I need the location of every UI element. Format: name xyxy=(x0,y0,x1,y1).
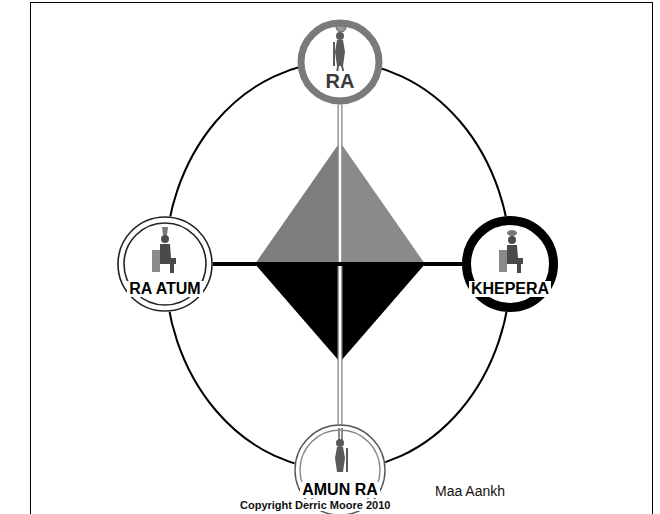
body xyxy=(335,447,345,472)
throne xyxy=(499,250,507,272)
node-title: RA ATUM xyxy=(127,281,202,298)
outer-circle xyxy=(165,62,511,470)
ra-circle: RA xyxy=(298,20,382,104)
ring-outline xyxy=(462,216,558,312)
ring xyxy=(467,221,554,308)
ring xyxy=(124,223,206,305)
legs xyxy=(170,264,174,273)
ring xyxy=(118,217,212,311)
connector-line xyxy=(213,264,462,265)
staff xyxy=(346,448,348,472)
diamond-upper-left xyxy=(255,142,340,264)
title-label: Maa Aankh xyxy=(433,484,507,499)
node-title: AMUN RA xyxy=(300,482,380,499)
staff xyxy=(333,42,335,66)
node-title: RA xyxy=(324,71,357,92)
head xyxy=(508,236,516,244)
ring-outline xyxy=(117,216,213,312)
atum-figure xyxy=(152,227,176,273)
crown xyxy=(162,227,168,235)
khepera-circle: KHEPERA xyxy=(462,216,558,312)
disc xyxy=(462,216,558,312)
disc xyxy=(117,216,213,312)
body xyxy=(160,244,176,264)
throne xyxy=(152,250,160,272)
legs xyxy=(517,264,521,273)
diamond-upper-right xyxy=(340,142,425,264)
node-title: KHEPERA xyxy=(469,281,551,298)
node-discs xyxy=(117,20,558,514)
body xyxy=(507,245,523,264)
ra-atum-circle: RA ATUM xyxy=(117,216,213,312)
ring xyxy=(301,23,379,101)
head xyxy=(336,439,344,447)
khepera-figure xyxy=(499,230,523,273)
connector-stroke xyxy=(213,262,462,266)
ra-figure xyxy=(333,22,346,74)
scarab xyxy=(507,230,517,236)
head xyxy=(161,235,169,243)
copyright-note: Copyright Derric Moore 2010 xyxy=(238,499,392,511)
head xyxy=(336,32,344,40)
body xyxy=(335,40,345,66)
amun-figure xyxy=(335,428,348,472)
disc xyxy=(298,20,382,104)
frame xyxy=(31,3,653,514)
